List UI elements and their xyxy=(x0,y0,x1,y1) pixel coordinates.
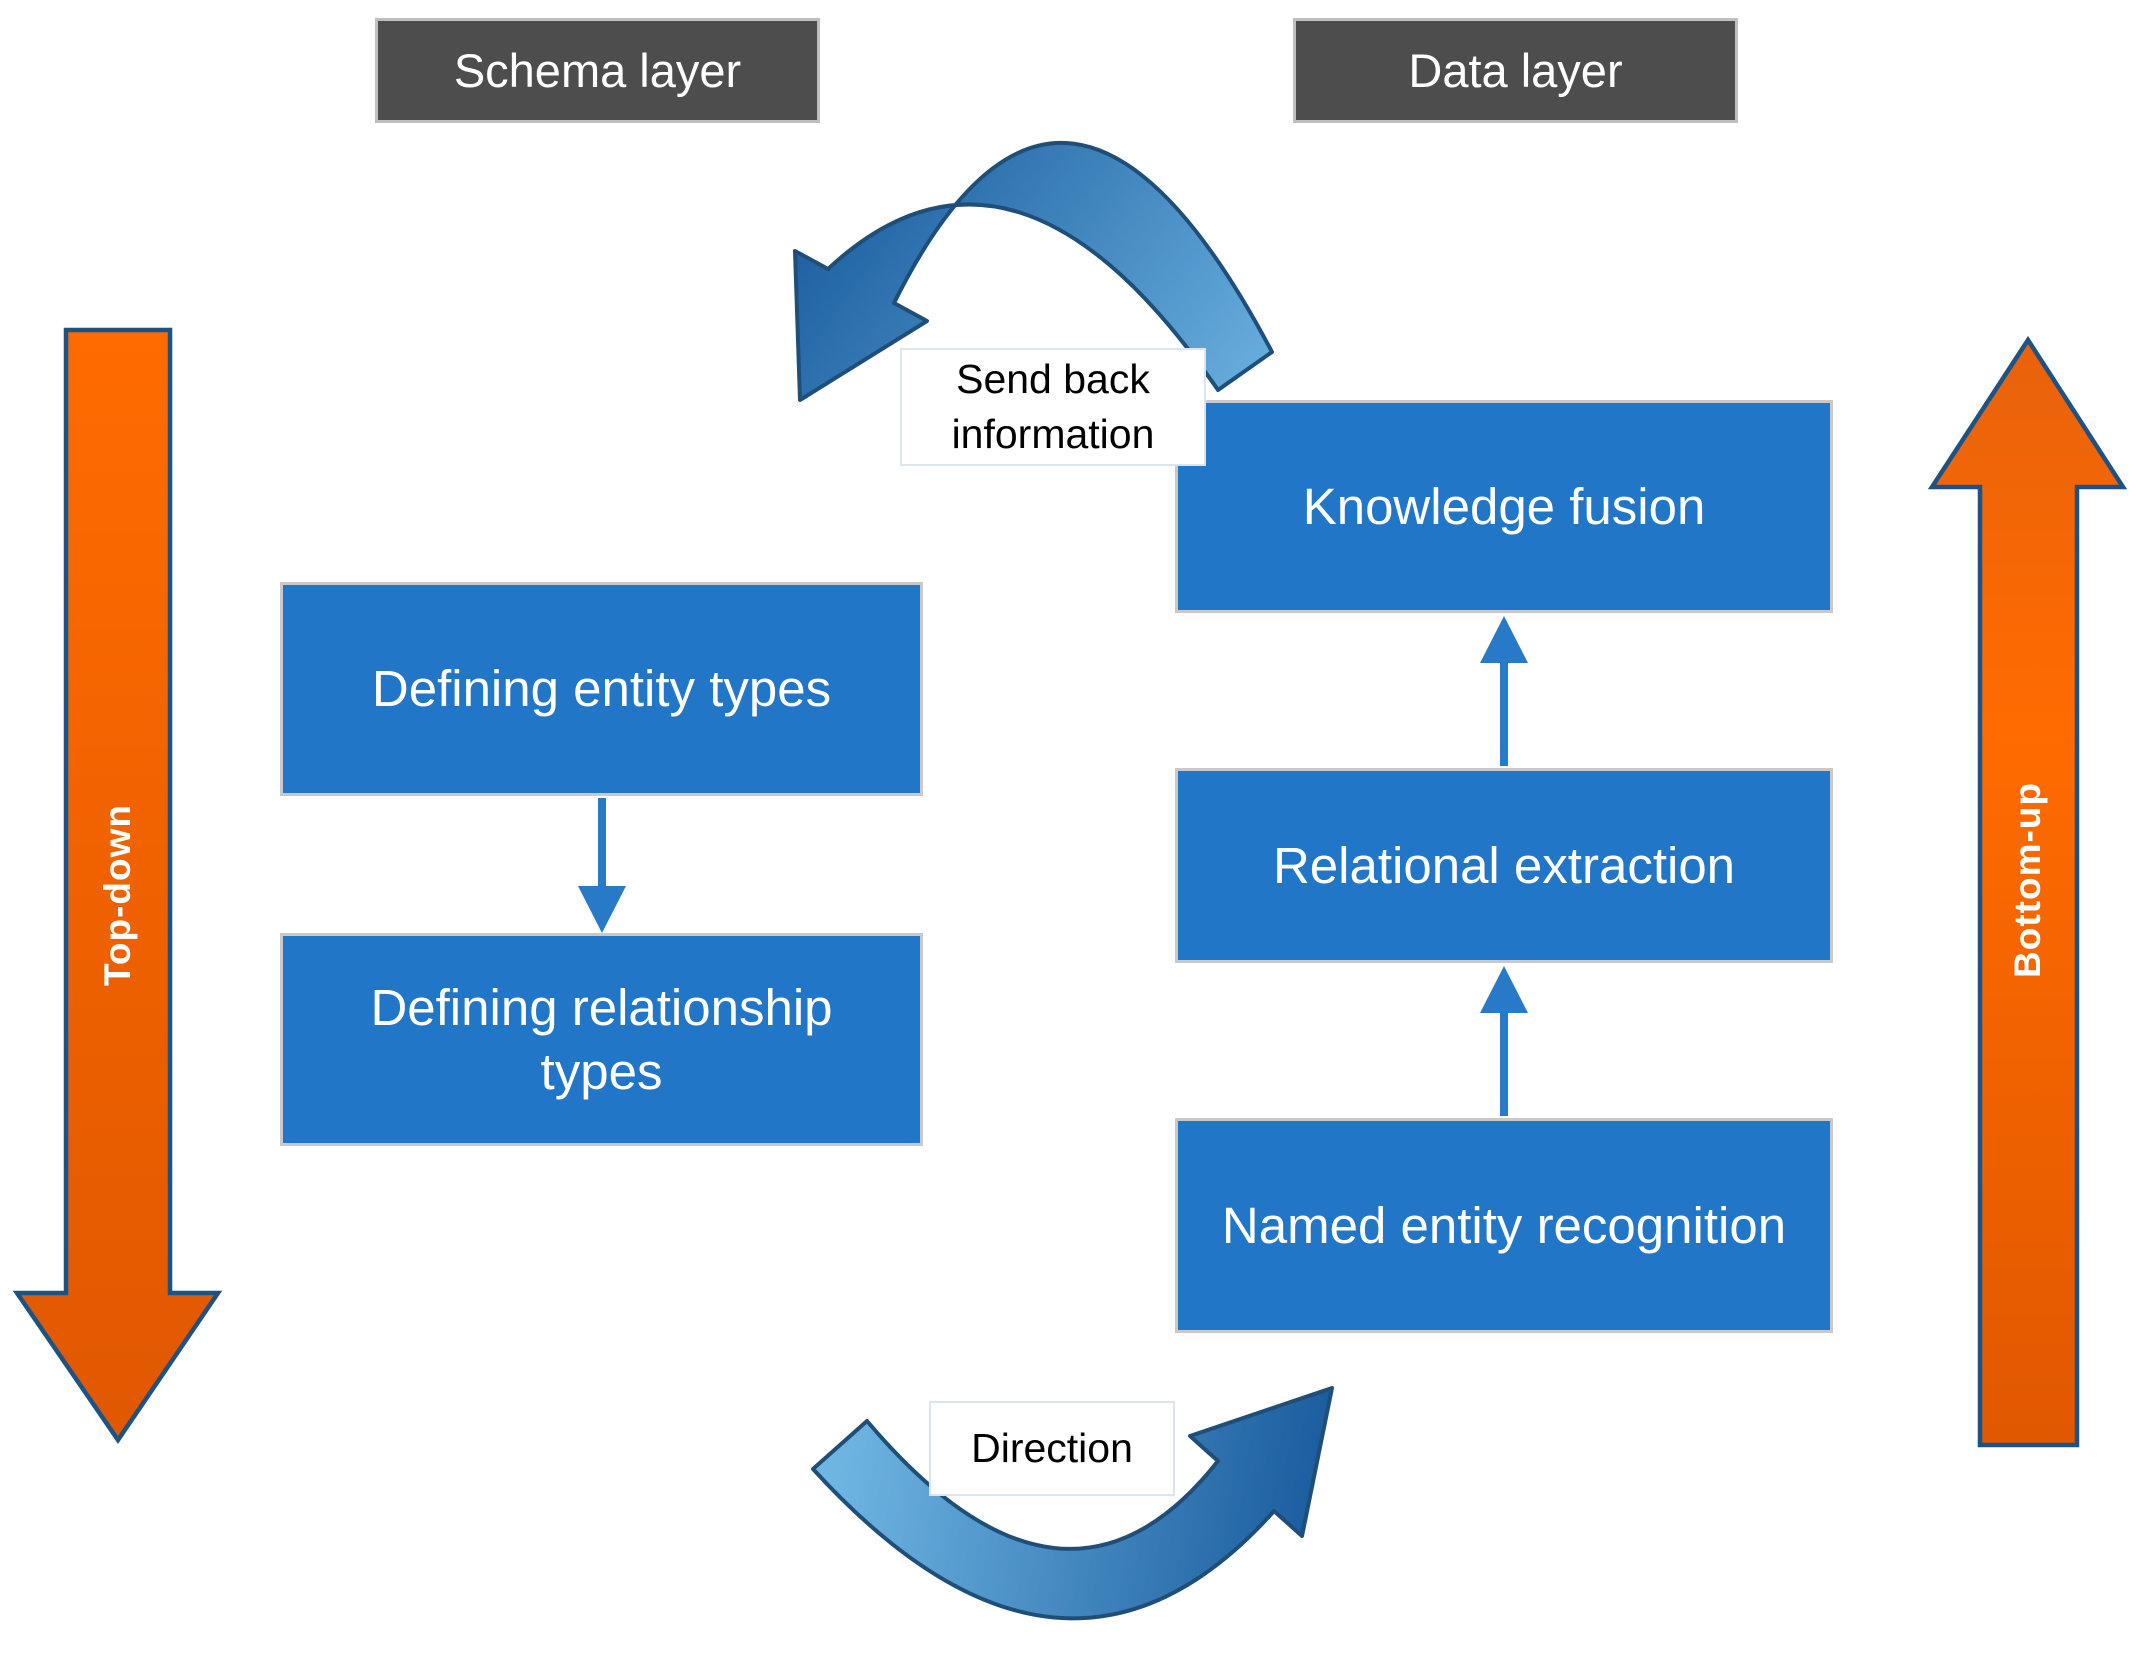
schema-layer-label: Schema layer xyxy=(453,44,742,97)
named-entity-recognition-label: Named entity recognition xyxy=(1221,1196,1787,1254)
defining-relationship-types-box: Defining relationship types xyxy=(280,933,923,1146)
relational-extraction-label: Relational extraction xyxy=(1272,836,1736,894)
direction-label: Direction xyxy=(929,1401,1175,1496)
knowledge-fusion-label: Knowledge fusion xyxy=(1302,477,1706,535)
curved-arrow-right-icon xyxy=(811,1386,1334,1621)
defining-entity-types-label: Defining entity types xyxy=(371,660,832,718)
top-down-label: Top-down xyxy=(97,804,138,986)
data-layer-label: Data layer xyxy=(1408,44,1623,97)
connector-up-arrow-1 xyxy=(1480,616,1528,766)
connector-down-arrow xyxy=(578,798,626,933)
up-arrow-icon xyxy=(1927,335,2128,1448)
send-back-line1: Send back xyxy=(956,355,1150,402)
send-back-information-label: Send back information xyxy=(900,348,1206,466)
curved-arrow-left-icon xyxy=(793,141,1274,402)
connector-up-arrow-2 xyxy=(1480,966,1528,1116)
bottom-up-label: Bottom-up xyxy=(2007,782,2048,978)
defining-entity-types-box: Defining entity types xyxy=(280,582,923,796)
defining-relationship-types-label: Defining relationship types xyxy=(370,978,833,1100)
named-entity-recognition-box: Named entity recognition xyxy=(1175,1118,1833,1333)
down-arrow-icon xyxy=(12,327,223,1444)
send-back-line2: information xyxy=(951,411,1155,457)
schema-layer-header: Schema layer xyxy=(375,18,820,123)
knowledge-fusion-box: Knowledge fusion xyxy=(1175,400,1833,613)
data-layer-header: Data layer xyxy=(1293,18,1738,123)
relational-extraction-box: Relational extraction xyxy=(1175,768,1833,963)
